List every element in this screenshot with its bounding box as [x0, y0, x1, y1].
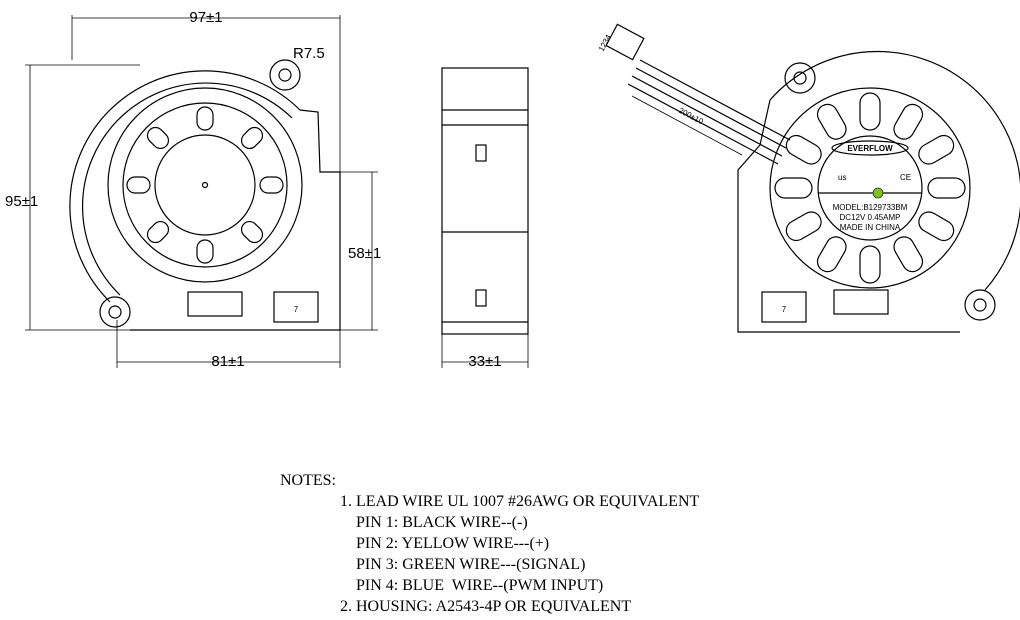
- dim-thickness: 33±1: [468, 353, 501, 370]
- dim-hole-spacing: 81±1: [211, 353, 244, 370]
- notes-title: NOTES:: [280, 472, 336, 489]
- blade-slot: [259, 176, 284, 194]
- blade-slot: [816, 103, 847, 140]
- blade-slot: [146, 126, 170, 150]
- blade-slot: [918, 211, 955, 242]
- ce-mark: CE: [900, 173, 911, 182]
- blade-slot: [785, 211, 822, 242]
- note-line: PIN 2: YELLOW WIRE---(+): [340, 535, 550, 552]
- led-indicator: [872, 187, 884, 199]
- blade-slot: [859, 245, 881, 284]
- dim-radius: R7.5: [293, 45, 325, 62]
- notes: NOTES: 1. LEAD WIRE UL 1007 #26AWG OR EQ…: [280, 470, 699, 617]
- note-line: 1. LEAD WIRE UL 1007 #26AWG OR EQUIVALEN…: [340, 493, 700, 510]
- blade-slot: [893, 236, 924, 273]
- blade-slot: [785, 134, 822, 165]
- note-line: PIN 1: BLACK WIRE--(-): [340, 514, 528, 531]
- blade-slot: [240, 220, 264, 244]
- blade-slot: [774, 177, 813, 199]
- blade-slot: [927, 177, 966, 199]
- back-view: 7 1234 200±10 EVERFLOW us CE MODEL:B1297…: [597, 23, 1020, 333]
- model-label: MODEL:B129733BM: [833, 203, 908, 212]
- origin-label: MADE IN CHINA: [840, 223, 901, 232]
- blade-slot: [126, 176, 151, 194]
- blade-slot: [240, 126, 264, 150]
- recycle-mark-back: 7: [782, 305, 787, 314]
- blade-slot: [918, 134, 955, 165]
- blade-slot: [893, 103, 924, 140]
- cert-ul: us: [838, 173, 846, 182]
- dim-wire-length: 200±10: [677, 106, 705, 127]
- side-view: 33±1: [441, 67, 529, 370]
- recycle-mark-front: 7: [294, 305, 299, 314]
- blade-slot: [859, 92, 881, 131]
- note-line: 2. HOUSING: A2543-4P OR EQUIVALENT: [340, 598, 632, 615]
- front-view: 7 97±1 R7.5 95±1 58±1 81±1: [5, 9, 381, 370]
- blade-slot: [146, 220, 170, 244]
- note-line: PIN 3: GREEN WIRE---(SIGNAL): [340, 556, 586, 573]
- blade-slot: [196, 106, 214, 131]
- dim-width: 97±1: [189, 9, 222, 26]
- dim-height: 95±1: [5, 193, 38, 210]
- blade-slot: [196, 239, 214, 264]
- blade-slot: [816, 236, 847, 273]
- note-line: PIN 4: BLUE WIRE--(PWM INPUT): [340, 577, 604, 594]
- rating-label: DC12V 0.45AMP: [840, 213, 901, 222]
- dim-outlet-height: 58±1: [348, 245, 381, 262]
- brand-label: EVERFLOW: [847, 144, 893, 153]
